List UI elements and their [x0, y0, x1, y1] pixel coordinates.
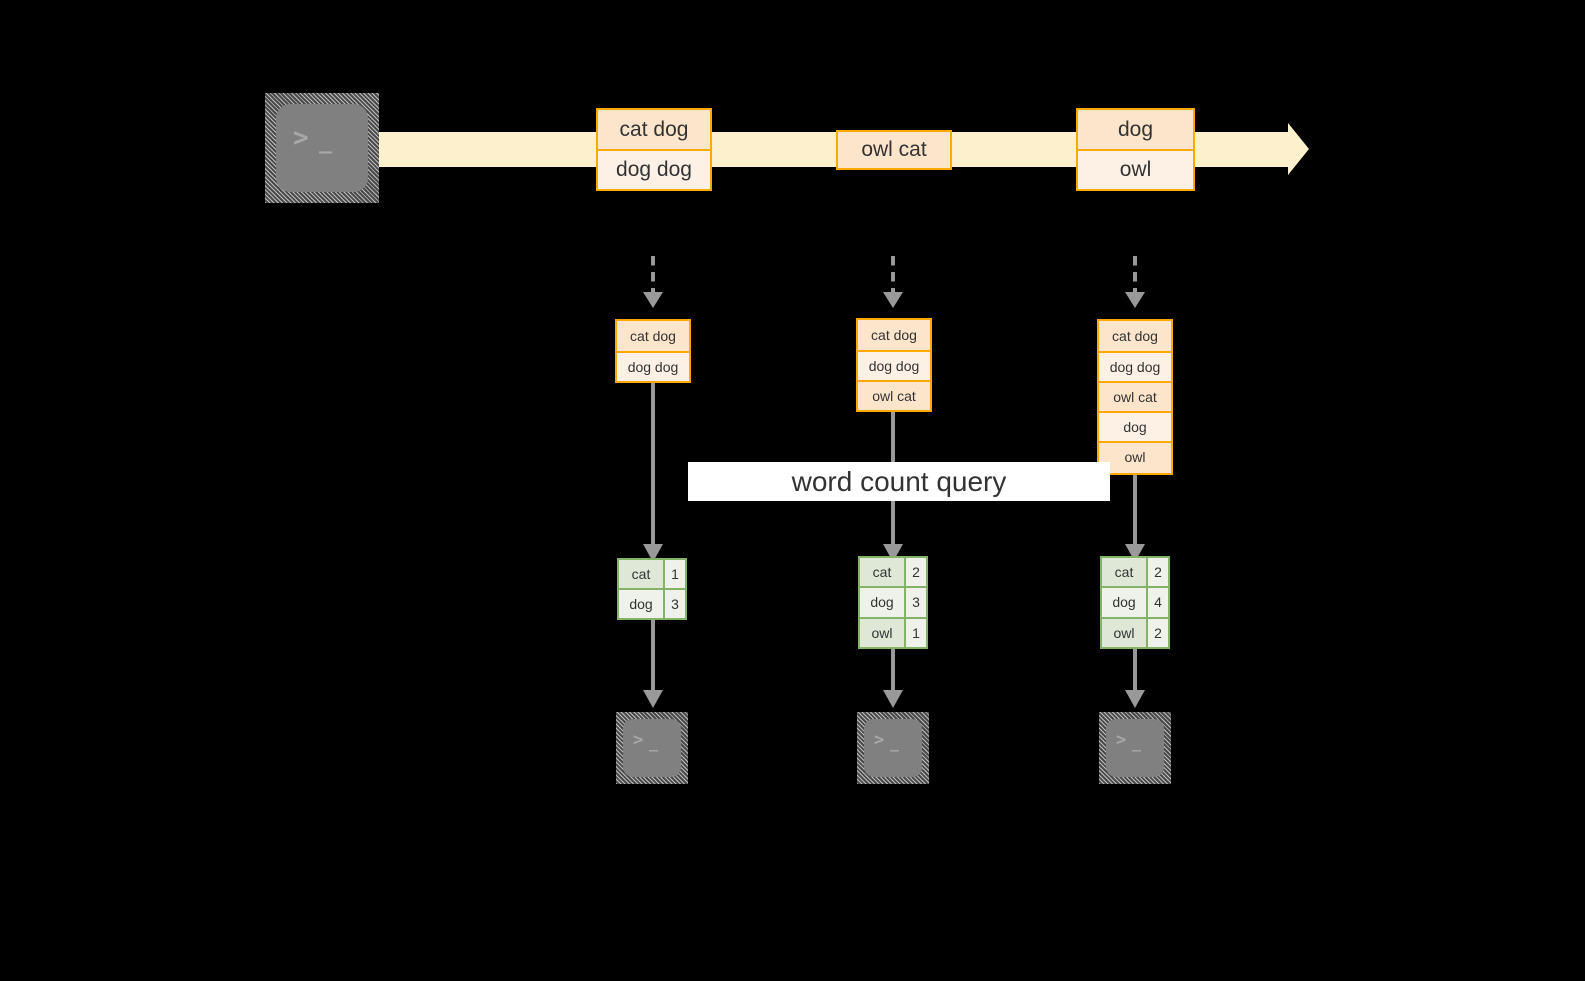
result-word: dog	[1102, 588, 1146, 617]
snapshot-stack-1: cat dog dog dog	[615, 319, 691, 383]
result-count: 3	[663, 590, 685, 618]
result-word: dog	[619, 590, 663, 618]
source-terminal-chevron-icon: >	[293, 123, 310, 153]
snapshot-line: dog dog	[1099, 351, 1171, 381]
snapshot-line: cat dog	[617, 321, 689, 351]
result-word: owl	[860, 618, 904, 647]
table-row: dog 3	[619, 588, 685, 618]
sink-terminal-2-underscore-icon: _	[890, 734, 901, 752]
result-count: 2	[1146, 558, 1168, 587]
query-connector-1-arrowhead	[643, 544, 663, 562]
stream-record-line: owl cat	[838, 132, 950, 168]
stream-record-line: dog dog	[598, 149, 710, 189]
sink-connector-2-arrowhead	[883, 690, 903, 708]
dashed-connector-3-arrowhead	[1125, 292, 1145, 308]
stream-record-line: cat dog	[598, 110, 710, 149]
sink-terminal-3-chevron-icon: >	[1116, 730, 1128, 750]
sink-terminal-1-chevron-icon: >	[633, 730, 645, 750]
result-count: 1	[663, 560, 685, 588]
result-count: 2	[904, 558, 926, 587]
dashed-connector-2	[891, 256, 895, 294]
stream-arrow-head	[1288, 123, 1309, 175]
query-connector-1	[651, 383, 655, 546]
snapshot-line: owl cat	[858, 380, 930, 410]
stream-record-line: owl	[1078, 149, 1193, 189]
table-row: owl 1	[860, 616, 926, 647]
query-label: word count query	[688, 462, 1110, 501]
dashed-connector-2-arrowhead	[883, 292, 903, 308]
snapshot-stack-3: cat dog dog dog owl cat dog owl	[1097, 319, 1173, 475]
stream-record-2: owl cat	[836, 130, 952, 170]
result-word: dog	[860, 588, 904, 617]
result-table-2: cat 2 dog 3 owl 1	[858, 556, 928, 649]
sink-terminal-2-chevron-icon: >	[874, 730, 886, 750]
source-terminal: > _	[265, 93, 379, 203]
sink-connector-3	[1133, 649, 1137, 692]
table-row: cat 2	[860, 558, 926, 587]
sink-terminal-3-face	[1106, 719, 1164, 777]
snapshot-line: owl cat	[1099, 381, 1171, 411]
snapshot-line: dog dog	[617, 351, 689, 381]
sink-connector-3-arrowhead	[1125, 690, 1145, 708]
sink-connector-1	[651, 620, 655, 692]
sink-terminal-3-underscore-icon: _	[1132, 734, 1143, 752]
result-word: cat	[860, 558, 904, 587]
sink-terminal-1: > _	[616, 712, 688, 784]
snapshot-line: owl	[1099, 441, 1171, 471]
result-word: cat	[1102, 558, 1146, 587]
result-table-3: cat 2 dog 4 owl 2	[1100, 556, 1170, 649]
sink-terminal-2-face	[864, 719, 922, 777]
table-row: cat 1	[619, 560, 685, 588]
result-count: 1	[904, 618, 926, 647]
dashed-connector-1	[651, 256, 655, 294]
sink-connector-2	[891, 649, 895, 692]
query-connector-3	[1133, 475, 1137, 546]
snapshot-line: cat dog	[858, 320, 930, 350]
table-row: dog 3	[860, 586, 926, 617]
dashed-connector-1-arrowhead	[643, 292, 663, 308]
sink-terminal-1-underscore-icon: _	[649, 734, 660, 752]
result-word: cat	[619, 560, 663, 588]
snapshot-line: cat dog	[1099, 321, 1171, 351]
snapshot-line: dog dog	[858, 350, 930, 380]
stream-record-line: dog	[1078, 110, 1193, 149]
result-count: 3	[904, 588, 926, 617]
sink-terminal-3: > _	[1099, 712, 1171, 784]
dashed-connector-3	[1133, 256, 1137, 294]
stream-record-3: dog owl	[1076, 108, 1195, 191]
stream-record-1: cat dog dog dog	[596, 108, 712, 191]
table-row: cat 2	[1102, 558, 1168, 587]
sink-terminal-2: > _	[857, 712, 929, 784]
result-table-1: cat 1 dog 3	[617, 558, 687, 620]
source-terminal-underscore-icon: _	[319, 129, 334, 154]
sink-terminal-1-face	[623, 719, 681, 777]
sink-connector-1-arrowhead	[643, 690, 663, 708]
result-count: 2	[1146, 618, 1168, 647]
table-row: owl 2	[1102, 616, 1168, 647]
result-word: owl	[1102, 618, 1146, 647]
source-terminal-face	[276, 104, 368, 192]
table-row: dog 4	[1102, 586, 1168, 617]
snapshot-line: dog	[1099, 411, 1171, 441]
result-count: 4	[1146, 588, 1168, 617]
snapshot-stack-2: cat dog dog dog owl cat	[856, 318, 932, 412]
